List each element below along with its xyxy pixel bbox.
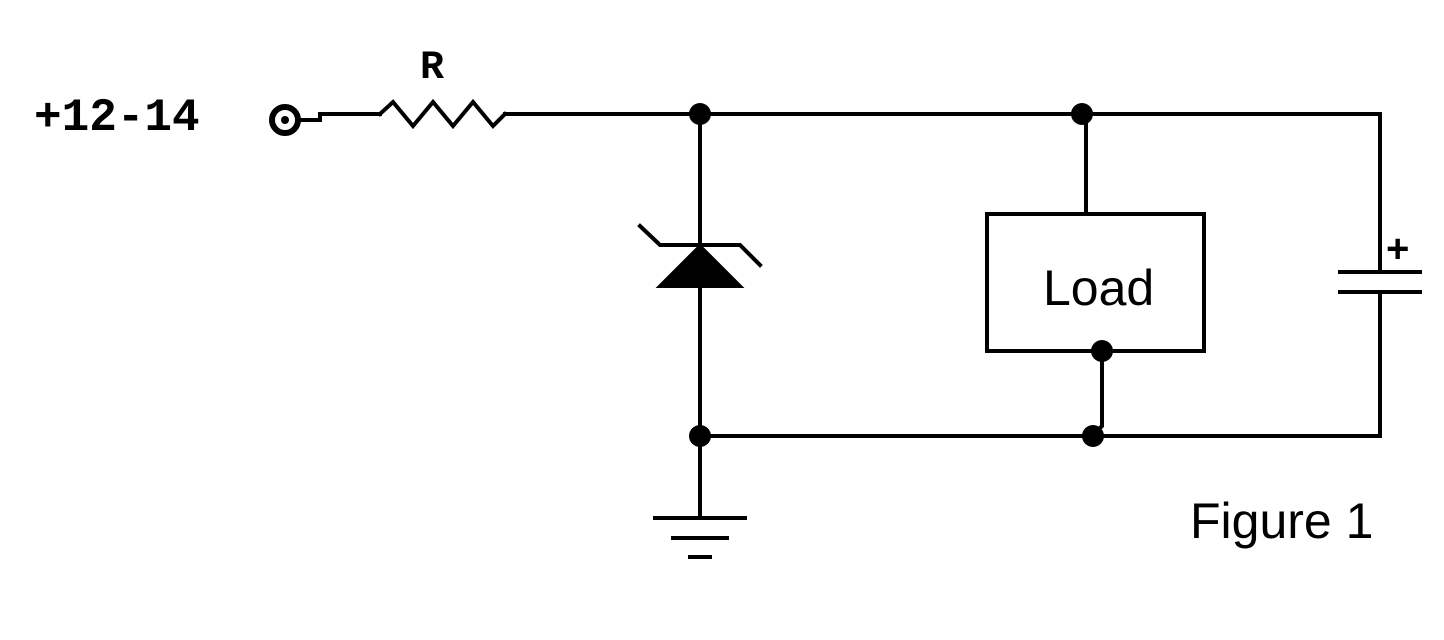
junction-dot [689,103,711,125]
ground-icon [653,516,747,559]
junction-dot [1091,340,1113,362]
resistor-icon [377,98,508,130]
capacitor-polarity-label: + [1386,227,1409,271]
resistor-label: R [420,46,444,91]
capacitor-icon [1338,270,1422,294]
wire-top-rail [503,112,1382,274]
junction-dots [689,103,1113,447]
load-box [985,212,1206,353]
junction-dot [689,425,711,447]
junction-dot [1071,103,1093,125]
input-voltage-label: +12-14 [34,92,200,144]
figure-caption: Figure 1 [1190,493,1373,549]
wire-load-bottom [1089,349,1104,439]
load-label: Load [1043,260,1154,316]
junction-dot [1082,425,1104,447]
zener-diode-icon [637,223,763,288]
input-terminal-icon [269,104,301,136]
wire-terminal-stub [296,112,382,122]
